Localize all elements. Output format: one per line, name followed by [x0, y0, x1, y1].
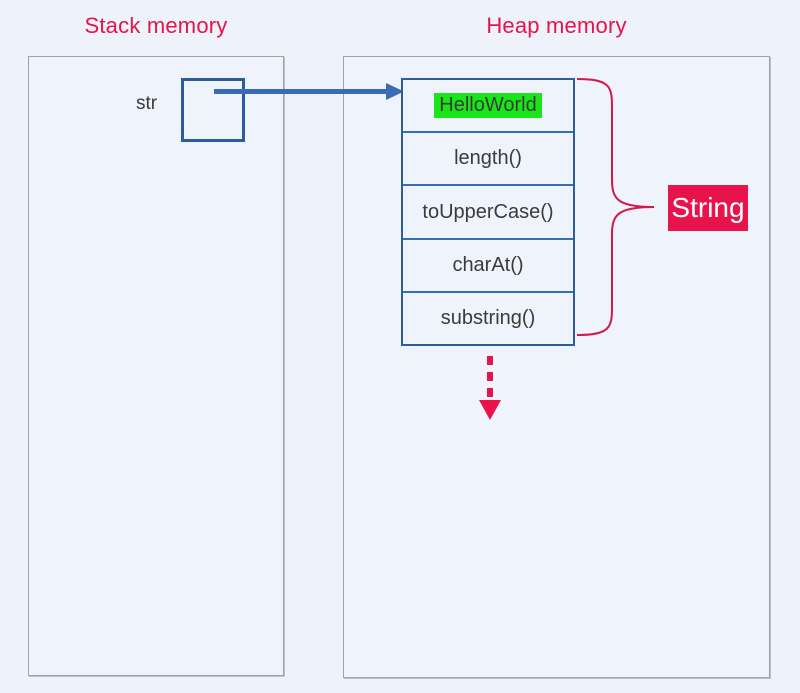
string-method-cell-substring: substring()	[403, 293, 573, 344]
variable-reference-box	[181, 78, 245, 142]
string-value-cell: HelloWorld	[403, 80, 573, 134]
stack-memory-title: Stack memory	[84, 13, 228, 38]
method-label-charat: charAt()	[452, 253, 524, 276]
string-method-cell-touppercase: toUpperCase()	[403, 186, 573, 240]
method-label-touppercase: toUpperCase()	[422, 200, 554, 223]
variable-name-label: str	[136, 93, 158, 114]
string-method-cell-charat: charAt()	[403, 240, 573, 293]
string-type-label: String	[668, 185, 748, 231]
method-label-length: length()	[454, 147, 522, 170]
stack-memory-region	[28, 56, 284, 676]
string-value-text: HelloWorld	[434, 93, 542, 119]
heap-string-object: HelloWorld length() toUpperCase() charAt…	[401, 78, 575, 346]
method-label-substring: substring()	[440, 306, 536, 329]
string-method-cell-length: length()	[403, 133, 573, 187]
heap-memory-title: Heap memory	[486, 13, 627, 38]
